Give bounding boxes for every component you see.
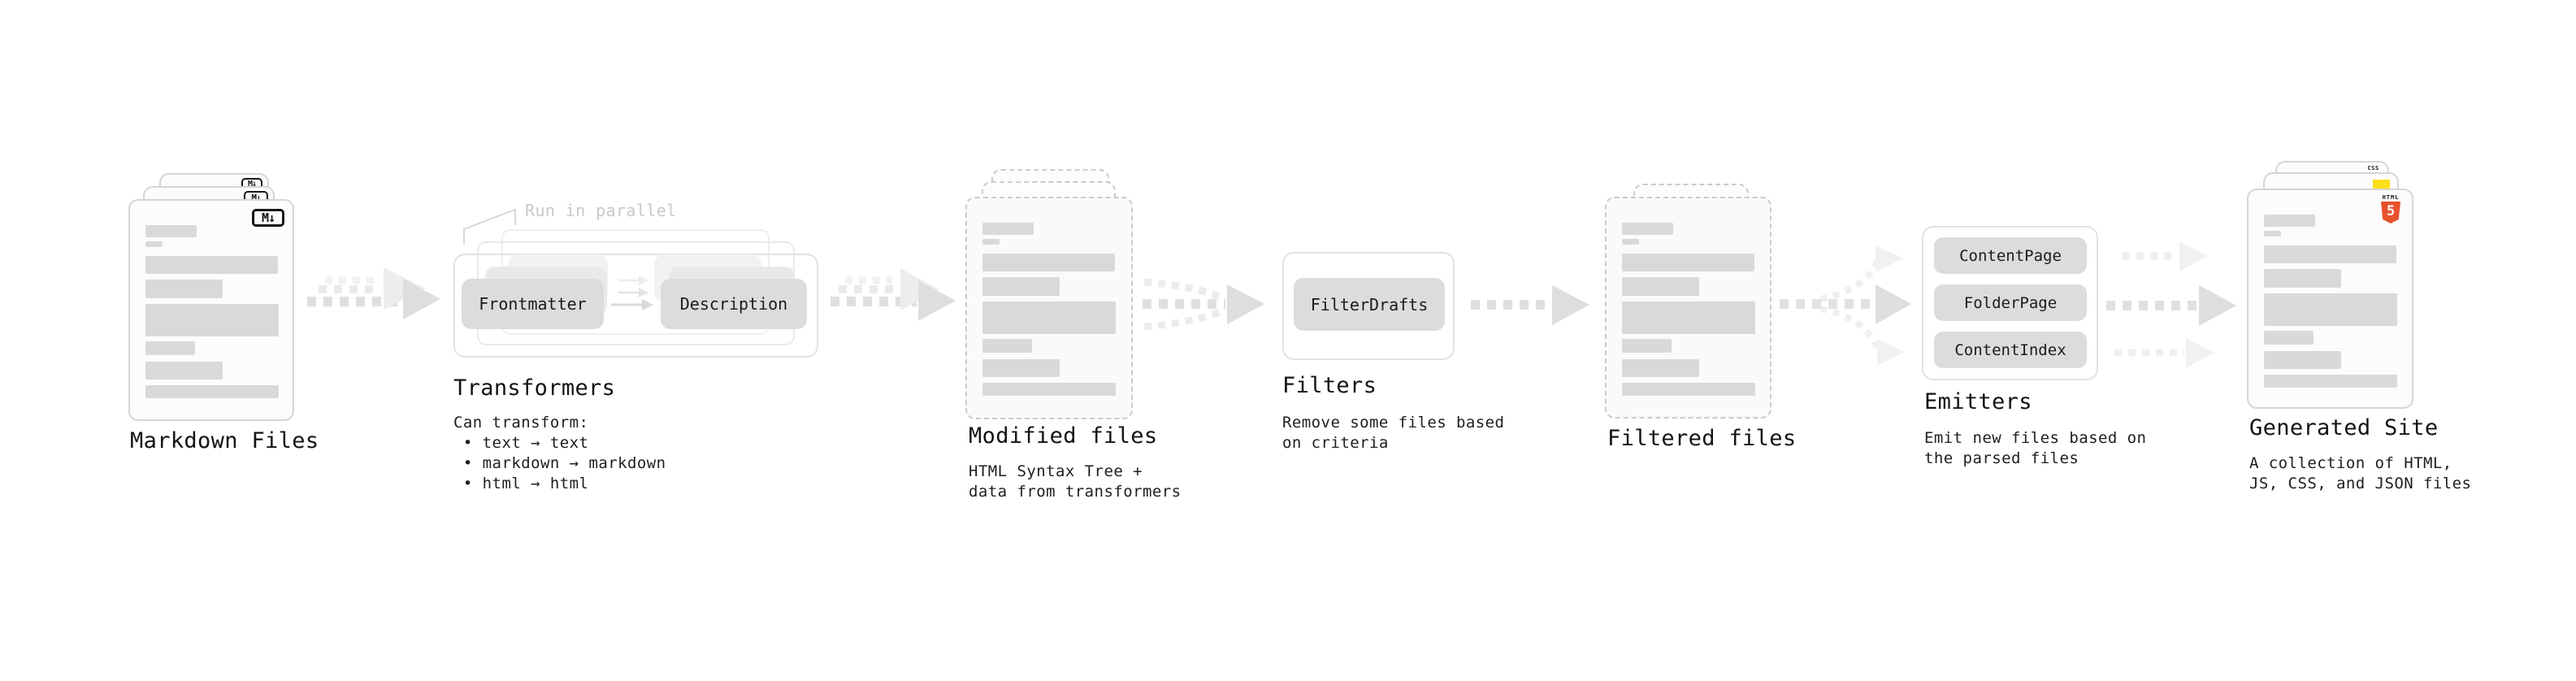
filters-label: Filters [1282, 373, 1377, 398]
modified-files-description: HTML Syntax Tree + data from transformer… [969, 462, 1182, 501]
arrow-filtered-to-emitters [1780, 245, 1911, 366]
frontmatter-chip: Frontmatter [462, 279, 604, 329]
contentpage-chip: ContentPage [1934, 237, 2087, 274]
js-icon [2373, 180, 2390, 189]
folderpage-chip: FolderPage [1934, 284, 2087, 321]
transformers-label: Transformers [453, 375, 616, 401]
arrow-markdown-to-transformers [307, 267, 440, 319]
generated-site-description: A collection of HTML, JS, CSS, and JSON … [2249, 454, 2472, 492]
markdown-icon: M↓ [252, 209, 284, 227]
transformer-group-front [453, 254, 818, 358]
generated-site-label: Generated Site [2249, 415, 2439, 440]
arrow-modified-to-filters [1143, 278, 1264, 331]
generated-file-card-front: HTML 5 [2247, 189, 2413, 409]
contentindex-chip: ContentIndex [1934, 332, 2087, 368]
filtered-files-label: Filtered files [1607, 426, 1797, 451]
html5-shield: 5 [2381, 202, 2400, 223]
arrow-filters-to-filtered [1471, 285, 1589, 325]
modified-files-label: Modified files [969, 423, 1158, 449]
filters-description: Remove some files based on criteria [1282, 414, 1505, 452]
run-in-parallel-note: Run in parallel [525, 201, 677, 220]
document-placeholder-lines [130, 201, 293, 419]
html5-icon: HTML 5 [2380, 194, 2401, 225]
filtered-file-card-front [1605, 197, 1772, 419]
markdown-file-card-front: M↓ [128, 199, 294, 421]
html5-numeral: 5 [2386, 203, 2396, 219]
transformers-description: Can transform: • text → text • markdown … [453, 414, 666, 492]
document-placeholder-lines [2249, 190, 2412, 407]
markdown-files-label: Markdown Files [130, 428, 319, 453]
document-placeholder-lines [1607, 198, 1770, 417]
document-placeholder-lines [967, 198, 1131, 418]
emitters-label: Emitters [1924, 389, 2032, 414]
modified-file-card-front [965, 197, 1133, 419]
emitters-group-box [1922, 226, 2098, 380]
css-wordmark: CSS [2367, 165, 2379, 171]
emitters-description: Emit new files based on the parsed files [1924, 429, 2147, 467]
arrow-emitters-to-generated [2106, 241, 2236, 368]
filters-group-box [1282, 252, 1455, 360]
filterdrafts-chip: FilterDrafts [1294, 278, 1445, 331]
arrow-transformers-to-modified [830, 268, 956, 321]
description-chip: Description [661, 279, 807, 329]
html5-wordmark: HTML [2382, 194, 2400, 201]
